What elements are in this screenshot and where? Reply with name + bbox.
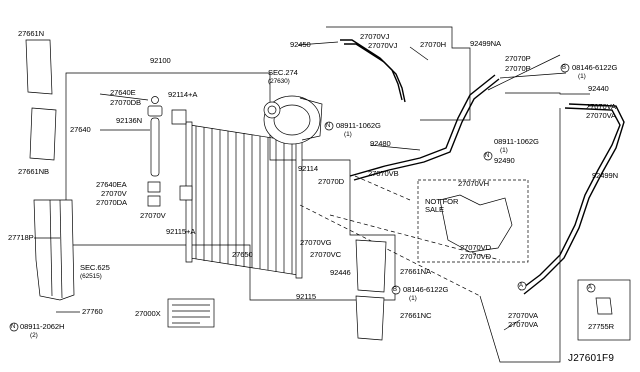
part-label-27640E: 27640E <box>110 88 136 97</box>
section-label-274: SEC.274 <box>268 68 298 77</box>
part-label-27070DB: 27070DB <box>110 98 141 107</box>
part-label-27760: 27760 <box>82 307 103 316</box>
part-label-92450: 92450 <box>290 40 311 49</box>
high-pressure-pipe <box>340 39 406 103</box>
part-label-27070VA-b: 27070VA <box>586 111 616 120</box>
callout-b-top: B <box>562 65 566 71</box>
part-label-27070VJ-a: 27070VJ <box>360 32 390 41</box>
low-pressure-pipe <box>349 74 500 181</box>
receiver-drier <box>150 117 160 177</box>
part-label-27070VA-a: 27070VA <box>586 102 616 111</box>
part-label-27640EA: 27640EA <box>96 180 127 189</box>
part-label-92499N: 92499N <box>592 171 619 180</box>
section-sub-27630: (27630) <box>268 78 290 85</box>
part-label-27070D: 27070D <box>318 177 345 186</box>
part-label-08146-6122G-bottom: 08146-6122G <box>403 285 449 294</box>
part-label-27000X: 27000X <box>135 309 161 318</box>
section-label-625: SEC.625 <box>80 263 110 272</box>
part-label-92136N: 92136N <box>116 116 143 125</box>
part-label-27650: 27650 <box>232 250 253 259</box>
part-label-27718P: 27718P <box>8 233 34 242</box>
part-label-27070DA: 27070DA <box>96 198 127 207</box>
part-qty-08911-1062G-b: (1) <box>500 147 508 154</box>
part-label-27070VG: 27070VG <box>300 238 332 247</box>
callout-b-bottom: B <box>393 287 397 293</box>
air-guide-left <box>25 39 53 95</box>
part-label-08911-1062G-b: 08911-1062G <box>494 137 539 146</box>
part-label-92446: 92446 <box>330 268 351 277</box>
compressor <box>263 95 323 145</box>
part-label-27640: 27640 <box>70 125 91 134</box>
part-label-27070V-b: 27070V <box>140 211 166 220</box>
part-label-27070VB: 27070VB <box>368 169 399 178</box>
part-label-92114A-top: 92114+A <box>168 90 198 99</box>
part-label-27661NB: 27661NB <box>18 167 49 176</box>
part-label-27755R: 27755R <box>588 322 615 331</box>
part-label-27661NC: 27661NC <box>400 311 432 320</box>
long-pipe <box>519 103 625 295</box>
label-tag <box>167 298 215 328</box>
diagram-reference: J27601F9 <box>568 353 615 364</box>
part-qty-08911-2062H: (2) <box>30 332 38 339</box>
part-qty-08146-6122G-bottom: (1) <box>409 295 417 302</box>
air-guide-right <box>355 239 387 293</box>
part-label-92480: 92480 <box>370 139 391 148</box>
part-label-92115: 92115 <box>296 292 317 301</box>
callout-a-right: A <box>588 285 592 291</box>
part-qty-08146-6122G-top: (1) <box>578 73 586 80</box>
part-label-92440: 92440 <box>588 84 609 93</box>
part-label-27661N: 27661N <box>18 29 45 38</box>
part-label-27070VA-c: 27070VA <box>508 311 538 320</box>
part-label-27070VD-a: 27070VD <box>460 243 491 252</box>
callout-n-middle: N <box>326 123 331 129</box>
part-label-27070P-a: 27070P <box>505 54 531 63</box>
part-label-27070VH: 27070VH <box>458 179 489 188</box>
part-label-27070VJ-b: 27070VJ <box>368 41 398 50</box>
part-label-27070P-b: 27070P <box>505 64 531 73</box>
part-label-27070H: 27070H <box>420 40 447 49</box>
part-label-27070VA-d: 27070VA <box>508 320 538 329</box>
part-label-92490: 92490 <box>494 156 515 165</box>
callout-a-pipe: A <box>519 283 523 289</box>
part-qty-08911-1062G-a: (1) <box>344 131 352 138</box>
part-label-27070V-a: 27070V <box>101 189 127 198</box>
part-label-92100: 92100 <box>150 56 171 65</box>
part-label-27070VC: 27070VC <box>310 250 341 259</box>
part-label-08146-6122G-top: 08146-6122G <box>572 63 618 72</box>
part-label-08911-2062H: 08911-2062H <box>20 322 65 331</box>
not-for-sale-box <box>417 179 529 263</box>
not-for-sale-label: NOT FOR SALE <box>425 197 459 214</box>
callout-n-bottom-left: N <box>11 324 16 330</box>
part-label-27661NA: 27661NA <box>400 267 431 276</box>
part-label-08911-1062G-a: 08911-1062G <box>336 121 381 130</box>
part-label-92499NA: 92499NA <box>470 39 501 48</box>
section-sub-62515: (62515) <box>80 273 102 280</box>
callout-n-right: N <box>485 153 490 159</box>
part-label-27070VD-b: 27070VD <box>460 252 491 261</box>
part-label-92114: 92114 <box>298 164 319 173</box>
part-label-92115A: 92115+A <box>166 227 196 236</box>
